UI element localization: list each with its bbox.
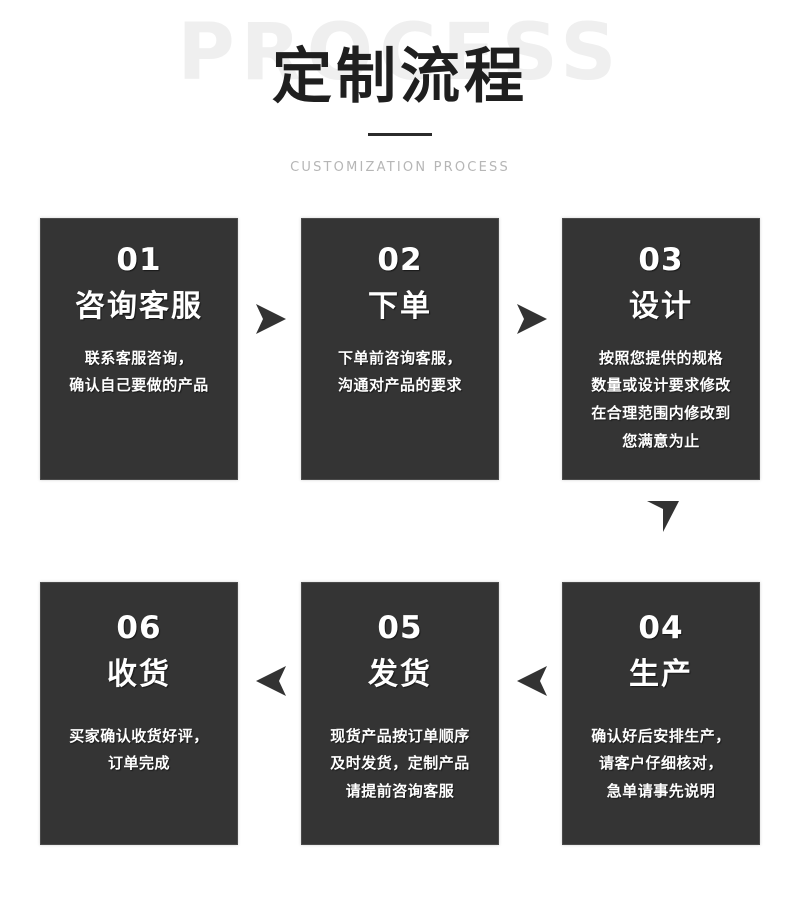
step-description-line: 确认好后安排生产，: [591, 726, 731, 745]
page-title: 定制流程: [272, 42, 528, 112]
step-title: 设计: [629, 289, 693, 324]
step-description: 确认好后安排生产， 请客户仔细核对， 急单请事先说明: [563, 723, 759, 806]
page-header: PROCESS 定制流程 CUSTOMIZATION PROCESS: [0, 0, 800, 200]
step-description-line: 现货产品按订单顺序: [330, 726, 470, 745]
step-description-line: 联系客服咨询，: [84, 348, 194, 367]
step-number: 04: [638, 610, 684, 646]
title-divider: [368, 133, 432, 136]
step-description-line: 您满意为止: [622, 431, 700, 450]
step-description: 买家确认收货好评， 订单完成: [41, 723, 237, 779]
step-description-line: 急单请事先说明: [606, 782, 716, 800]
step-description-line: 及时发货，定制产品: [330, 754, 470, 773]
step-title: 收货: [107, 657, 171, 692]
step-number: 06: [116, 610, 162, 646]
step-description: 现货产品按订单顺序 及时发货，定制产品 请提前咨询客服: [302, 723, 498, 806]
step-title: 下单: [368, 289, 432, 324]
step-description-line: 买家确认收货好评，: [69, 726, 209, 745]
process-flow: 01 咨询客服 联系客服咨询， 确认自己要做的产品 02 下单 下单前咨询客服，…: [0, 200, 800, 901]
step-number: 03: [638, 242, 684, 278]
process-step-card-06[interactable]: 06 收货 买家确认收货好评， 订单完成: [40, 582, 238, 845]
page-subtitle: CUSTOMIZATION PROCESS: [290, 160, 510, 175]
step-description-line: 按照您提供的规格: [598, 348, 723, 367]
step-description-line: 沟通对产品的要求: [337, 376, 462, 395]
step-description-line: 请客户仔细核对，: [598, 754, 723, 773]
step-number: 05: [377, 610, 423, 646]
step-description: 联系客服咨询， 确认自己要做的产品: [41, 345, 237, 401]
step-title: 发货: [368, 657, 432, 692]
step-title: 咨询客服: [75, 289, 203, 324]
step-description-line: 订单完成: [107, 754, 170, 773]
step-number: 02: [377, 242, 423, 278]
step-description-line: 下单前咨询客服，: [337, 348, 462, 367]
process-step-card-03[interactable]: 03 设计 按照您提供的规格 数量或设计要求修改 在合理范围内修改到 您满意为止: [562, 218, 760, 480]
process-step-card-05[interactable]: 05 发货 现货产品按订单顺序 及时发货，定制产品 请提前咨询客服: [301, 582, 499, 845]
process-step-card-02[interactable]: 02 下单 下单前咨询客服， 沟通对产品的要求: [301, 218, 499, 480]
step-description-line: 确认自己要做的产品: [69, 376, 209, 395]
process-step-card-04[interactable]: 04 生产 确认好后安排生产， 请客户仔细核对， 急单请事先说明: [562, 582, 760, 845]
process-step-card-01[interactable]: 01 咨询客服 联系客服咨询， 确认自己要做的产品: [40, 218, 238, 480]
watermark-text: PROCESS: [177, 8, 623, 98]
step-description-line: 数量或设计要求修改: [591, 376, 731, 395]
step-title: 生产: [629, 657, 693, 692]
step-description-line: 在合理范围内修改到: [591, 404, 731, 422]
step-number: 01: [116, 242, 162, 278]
step-description: 下单前咨询客服， 沟通对产品的要求: [302, 345, 498, 401]
step-description-line: 请提前咨询客服: [345, 782, 455, 800]
step-description: 按照您提供的规格 数量或设计要求修改 在合理范围内修改到 您满意为止: [563, 345, 759, 456]
